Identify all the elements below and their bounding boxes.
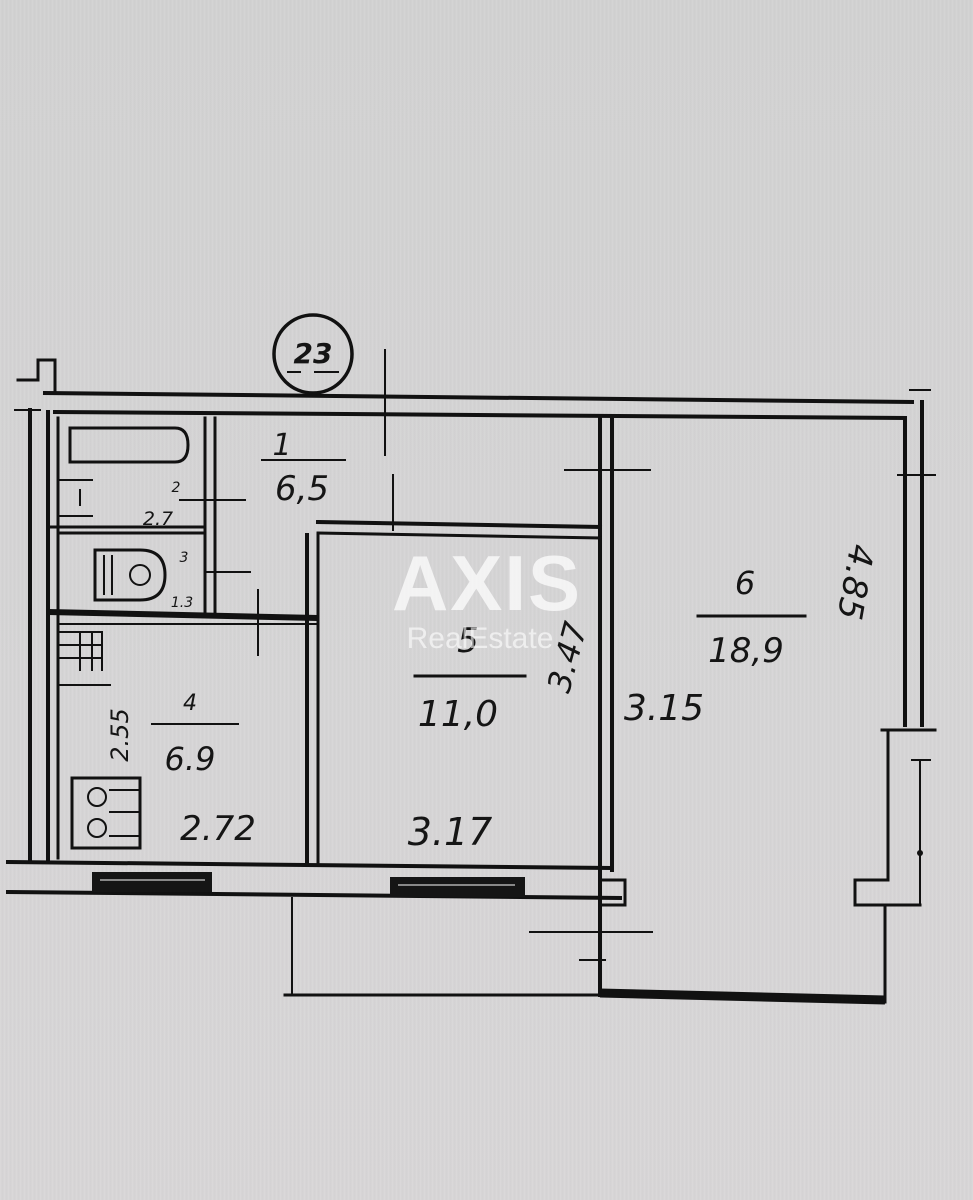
balcony bbox=[283, 897, 887, 1005]
watermark-subtitle: RealEstate bbox=[407, 622, 554, 655]
svg-text:3.15: 3.15 bbox=[624, 688, 704, 729]
svg-text:4: 4 bbox=[183, 691, 197, 716]
svg-text:6,5: 6,5 bbox=[275, 469, 329, 509]
svg-text:1: 1 bbox=[272, 428, 291, 463]
room-4-label: 4 6.9 2.55 2.72 bbox=[106, 691, 256, 849]
svg-text:6.9: 6.9 bbox=[165, 740, 216, 778]
sink-icon bbox=[57, 479, 93, 517]
outer-walls bbox=[5, 358, 937, 907]
apartment-number-badge: 23 bbox=[272, 313, 354, 395]
svg-text:4.85: 4.85 bbox=[829, 541, 882, 622]
room-6-label: 6 18,9 3.15 4.85 bbox=[624, 541, 881, 729]
svg-text:18,9: 18,9 bbox=[708, 631, 784, 671]
radiator-icon bbox=[57, 631, 111, 686]
svg-text:3.17: 3.17 bbox=[408, 810, 493, 854]
svg-text:2: 2 bbox=[172, 480, 181, 496]
svg-text:5: 5 bbox=[457, 621, 479, 661]
window-icon bbox=[92, 872, 212, 892]
svg-text:1.3: 1.3 bbox=[171, 595, 193, 611]
svg-text:11,0: 11,0 bbox=[418, 694, 498, 735]
room-3-label: 3 1.3 bbox=[171, 550, 193, 611]
bathtub-icon bbox=[68, 426, 190, 464]
svg-text:6: 6 bbox=[735, 564, 755, 602]
watermark-brand: AXIS bbox=[392, 539, 582, 627]
svg-text:3: 3 bbox=[180, 550, 189, 566]
room-2-label: 2 2.7 bbox=[143, 480, 181, 530]
svg-text:23: 23 bbox=[294, 337, 333, 370]
interior-walls bbox=[46, 349, 651, 997]
svg-text:2.55: 2.55 bbox=[106, 708, 134, 761]
svg-text:2.72: 2.72 bbox=[180, 809, 256, 849]
toilet-icon bbox=[93, 548, 167, 602]
stove-icon bbox=[70, 776, 142, 850]
window-icon bbox=[390, 877, 525, 897]
watermark: AXIS RealEstate bbox=[392, 539, 582, 655]
room-1-label: 1 6,5 bbox=[261, 428, 346, 509]
svg-text:2.7: 2.7 bbox=[143, 508, 173, 530]
